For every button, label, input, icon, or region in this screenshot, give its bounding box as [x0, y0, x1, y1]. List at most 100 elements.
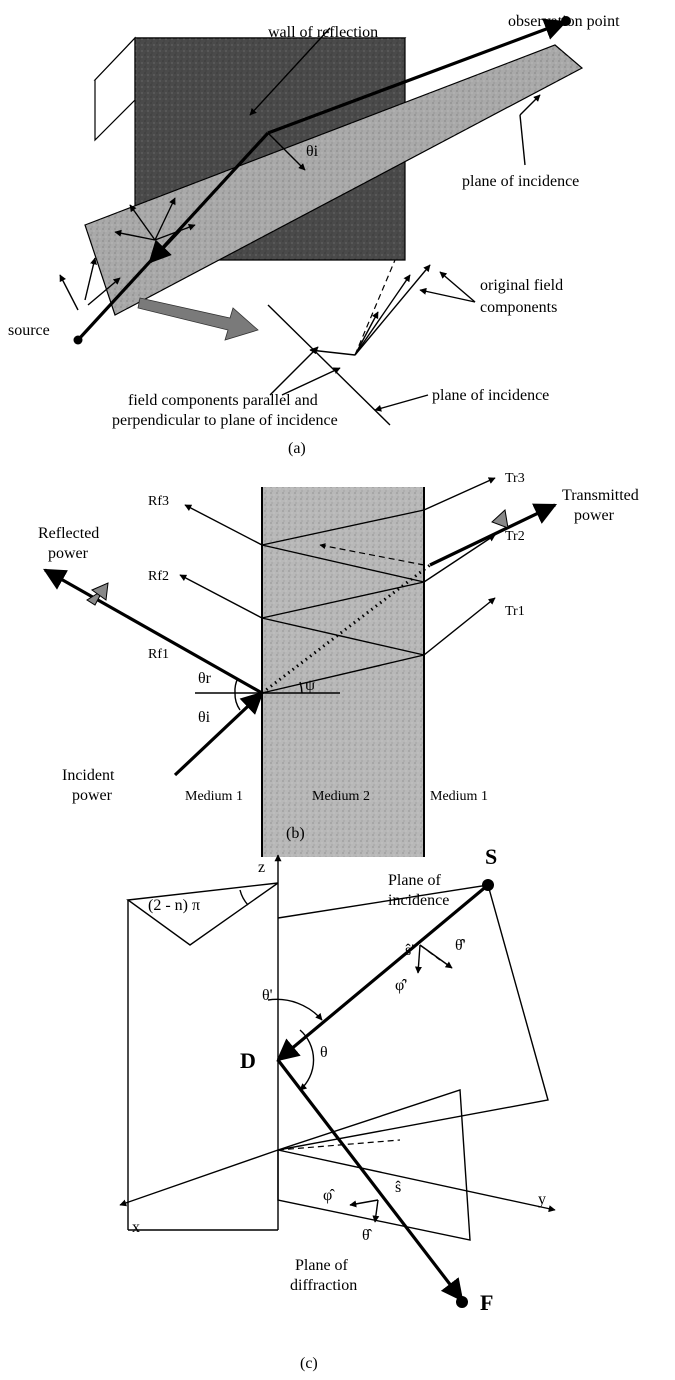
point-F — [456, 1296, 468, 1308]
label-F: F — [480, 1290, 493, 1315]
label-D: D — [240, 1048, 256, 1073]
incident-ray-b — [173, 691, 264, 777]
phi-hat-prime-vec — [414, 944, 422, 974]
wedge-angle-arc — [239, 889, 249, 906]
point-S — [482, 879, 494, 891]
plane-texture — [85, 45, 582, 315]
label-theta-c: θ — [320, 1044, 328, 1061]
rf2-ray — [179, 574, 263, 619]
field-vec-4 — [154, 223, 196, 241]
label-psi: ψ — [305, 677, 315, 694]
pointer-field-2 — [281, 367, 341, 396]
field-vec-3 — [114, 229, 156, 241]
pointer-original-1 — [419, 287, 476, 303]
label-theta-r-b: θr — [198, 670, 212, 687]
internal-bounce — [261, 509, 425, 694]
sketch-vec-b — [354, 311, 379, 356]
transform-arrow — [137, 297, 259, 341]
sketch-vec-d — [354, 264, 431, 356]
label-S: S — [485, 844, 497, 869]
x-axis — [119, 1149, 279, 1207]
panel-a: observation point wall of reflection θi … — [8, 13, 620, 457]
source-vec-1 — [59, 274, 79, 311]
source-vec-2 — [84, 257, 97, 301]
label-plane-incidence-bottom: plane of incidence — [432, 387, 549, 404]
theta-arc — [299, 1029, 315, 1091]
label-theta-hat-prime: θ̂' — [455, 937, 466, 954]
sketch-vec-c — [354, 274, 411, 356]
pointer-plane-bottom — [374, 394, 429, 412]
label-power-i: power — [72, 787, 113, 804]
internal-dash — [319, 543, 425, 566]
label-rf2: Rf2 — [148, 569, 169, 584]
label-components: components — [480, 299, 557, 316]
label-reflected: Reflected — [38, 525, 99, 542]
plane-pointer-top — [519, 114, 526, 166]
pointer-field-1 — [269, 346, 319, 396]
theta-i-arc — [234, 692, 241, 711]
ray-arrow-mid — [148, 228, 182, 264]
label-medium1-left: Medium 1 — [185, 789, 243, 804]
label-s-prime: ŝ' — [405, 942, 414, 959]
tr2-ray — [423, 534, 496, 583]
caption-c: (c) — [300, 1355, 318, 1372]
normal-line — [267, 132, 306, 171]
label-phi-hat: φ̂ — [323, 1187, 335, 1204]
label-rf1: Rf1 — [148, 647, 169, 662]
label-medium1-right: Medium 1 — [430, 789, 488, 804]
label-field-parallel: field components parallel and — [128, 392, 318, 409]
source-dot — [73, 335, 83, 345]
transmitted-ray-b — [429, 503, 558, 567]
tr1-ray — [423, 597, 496, 656]
phi-hat-vec — [349, 1199, 379, 1208]
incident-ray-sd — [276, 883, 490, 1062]
theta-hat-prime-vec — [419, 944, 453, 969]
label-original-field: original field — [480, 277, 563, 294]
label-rf3: Rf3 — [148, 494, 169, 509]
transmitted-hollow — [491, 509, 509, 529]
label-power-t: power — [574, 507, 615, 524]
label-tr3: Tr3 — [505, 471, 525, 486]
label-incident: Incident — [62, 767, 115, 784]
panel-b: Transmitted power Reflected power Rf3 Rf… — [38, 471, 639, 857]
plane-pointer-top2 — [519, 94, 541, 116]
wall-left-face — [94, 36, 136, 142]
plane-line-df — [277, 1059, 463, 1301]
pointer-original-2 — [439, 271, 476, 303]
reflected-hollow — [90, 582, 109, 601]
tr3-ray — [423, 477, 496, 511]
caption-a: (a) — [288, 440, 306, 457]
label-s-hat: ŝ — [395, 1179, 401, 1196]
theta-prime-arc — [267, 998, 323, 1021]
reflected-ray-a — [267, 18, 568, 135]
caption-b: (b) — [286, 825, 305, 842]
observation-point-dot — [561, 16, 571, 26]
label-power-r: power — [48, 545, 89, 562]
label-transmitted: Transmitted — [562, 487, 639, 504]
label-theta-hat: θ̂ — [362, 1227, 373, 1244]
label-medium2: Medium 2 — [312, 789, 370, 804]
panel-c: z S Plane of incidence (2 - n) π ŝ' θ̂' … — [119, 844, 556, 1372]
psi-arc — [299, 681, 303, 694]
label-wall: wall of reflection — [268, 24, 378, 41]
label-incidence-c: incidence — [388, 892, 449, 909]
label-field-perp: perpendicular to plane of incidence — [112, 412, 338, 429]
label-theta-prime: θ' — [262, 987, 273, 1004]
label-x: x — [132, 1219, 140, 1236]
label-theta-i-b: θi — [198, 709, 211, 726]
sketch-plane-line — [267, 304, 391, 426]
theta-r-arc — [234, 677, 239, 694]
plane-incidence-face — [277, 884, 549, 1151]
field-vec-1 — [129, 204, 156, 241]
source-vec-3 — [87, 277, 121, 306]
label-z: z — [258, 859, 265, 876]
plane-diffraction-face — [277, 1089, 471, 1241]
reflected-ray-b — [43, 568, 263, 695]
label-tr1: Tr1 — [505, 604, 525, 619]
label-observation-point: observation point — [508, 13, 620, 30]
rf3-ray — [184, 504, 263, 546]
field-vec-2 — [154, 197, 176, 241]
label-plane-incidence-top: plane of incidence — [462, 173, 579, 190]
wedge-top — [126, 882, 279, 946]
label-diffraction: diffraction — [290, 1277, 357, 1294]
